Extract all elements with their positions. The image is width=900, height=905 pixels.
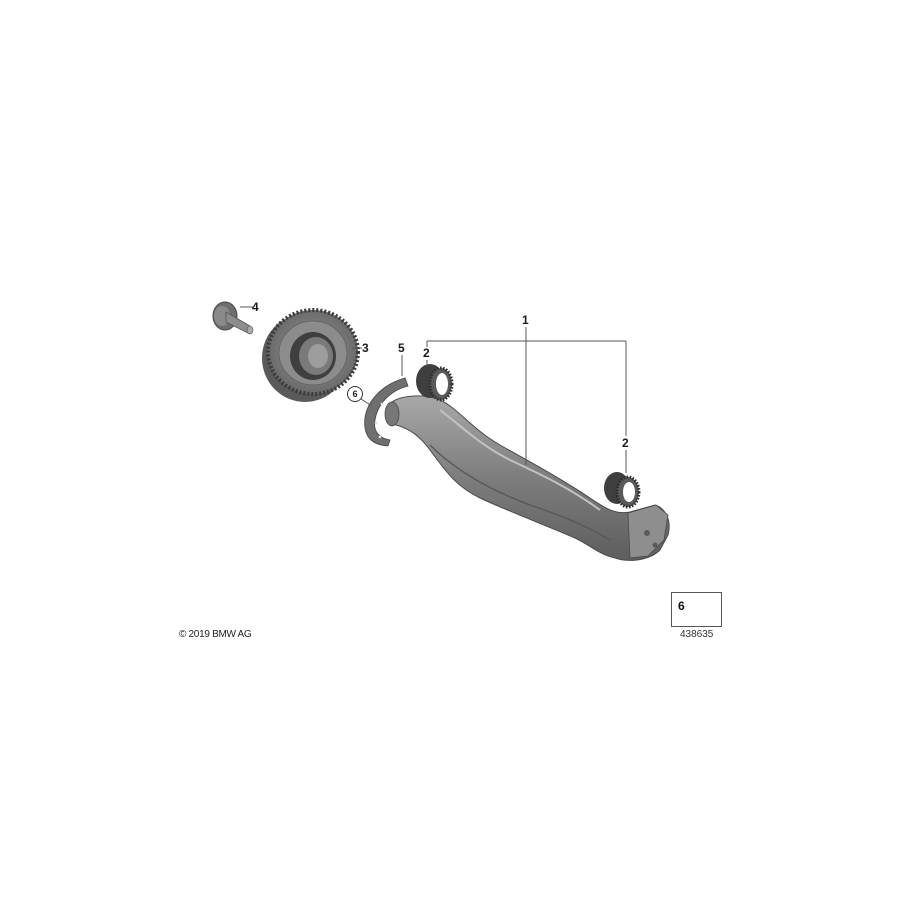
callout-3: 3 (362, 341, 369, 355)
callout-5: 5 (398, 341, 405, 355)
needle-bearing-part-icon (416, 364, 454, 402)
callout-6-circled: 6 (347, 386, 363, 402)
callout-2-left: 2 (423, 346, 430, 360)
balance-arm-part-icon (384, 395, 670, 561)
legend-box: 6 (671, 592, 722, 627)
callout-2-right: 2 (622, 436, 629, 450)
leader-line-6 (360, 398, 373, 407)
retaining-plate-part-icon (364, 377, 409, 447)
bolt-part-icon (212, 301, 254, 335)
copyright-text: © 2019 BMW AG (179, 629, 252, 640)
reference-id: 438635 (680, 629, 714, 640)
needle-bearing-part-icon (604, 472, 641, 509)
callout-1: 1 (522, 313, 529, 327)
legend-number: 6 (678, 599, 685, 613)
leader-lines-1-2 (426, 327, 627, 473)
callout-4: 4 (252, 300, 259, 314)
gear-part-icon (262, 308, 360, 402)
